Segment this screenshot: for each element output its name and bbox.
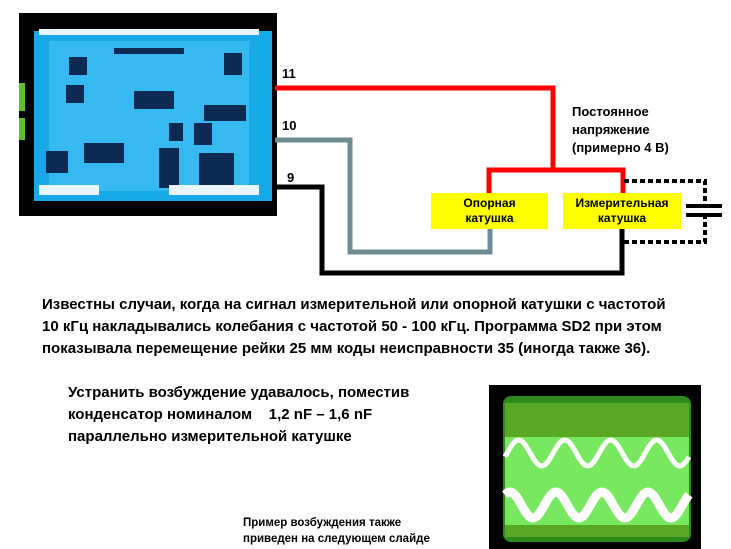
waveform-top (502, 437, 692, 469)
text-line: параллельно измерительной катушке (68, 428, 352, 445)
dc-line: напряжение (572, 122, 650, 137)
pin-10-label: 10 (282, 118, 297, 133)
dc-line: (примерно 4 В) (572, 140, 669, 155)
caption-next-slide: Пример возбуждения также приведен на сле… (243, 515, 430, 547)
text-line: Известны случаи, когда на сигнал измерит… (42, 296, 666, 313)
text-line: показывала перемещение рейки 25 мм коды … (42, 340, 651, 357)
paragraph-fix: Устранить возбуждение удавалось, помести… (68, 382, 409, 448)
paragraph-known-cases: Известны случаи, когда на сигнал измерит… (42, 294, 666, 360)
text-line: конденсатор номиналом 1,2 nF – 1,6 nF (68, 406, 373, 423)
coil-label: катушка (465, 211, 514, 225)
capacitor-dotted-wire (624, 179, 707, 205)
oscilloscope-image (489, 385, 701, 549)
coil-label: Опорная (463, 196, 516, 210)
dc-voltage-label: Постоянное напряжение (примерно 4 В) (572, 103, 669, 157)
measuring-wire (275, 184, 625, 276)
coil-label: Измерительная (575, 196, 669, 210)
supply-branch-wire (486, 167, 626, 196)
pin-11-label: 11 (282, 66, 296, 81)
reference-wire (275, 137, 493, 255)
text-line: Устранить возбуждение удавалось, помести… (68, 384, 410, 401)
pin-9-label: 9 (287, 170, 295, 185)
wiring-diagram (275, 85, 722, 276)
waveform-bottom (501, 487, 693, 523)
text-line: Пример возбуждения также (243, 517, 402, 529)
coil-label: катушка (597, 211, 647, 225)
text-line: 10 кГц накладывались колебания с частото… (42, 318, 662, 335)
supply-wire (275, 85, 556, 170)
dc-line: Постоянное (572, 104, 649, 119)
control-board-photo (19, 13, 277, 216)
capacitor-dotted-wire (624, 217, 707, 244)
text-line: приведен на следующем слайде (243, 533, 430, 545)
